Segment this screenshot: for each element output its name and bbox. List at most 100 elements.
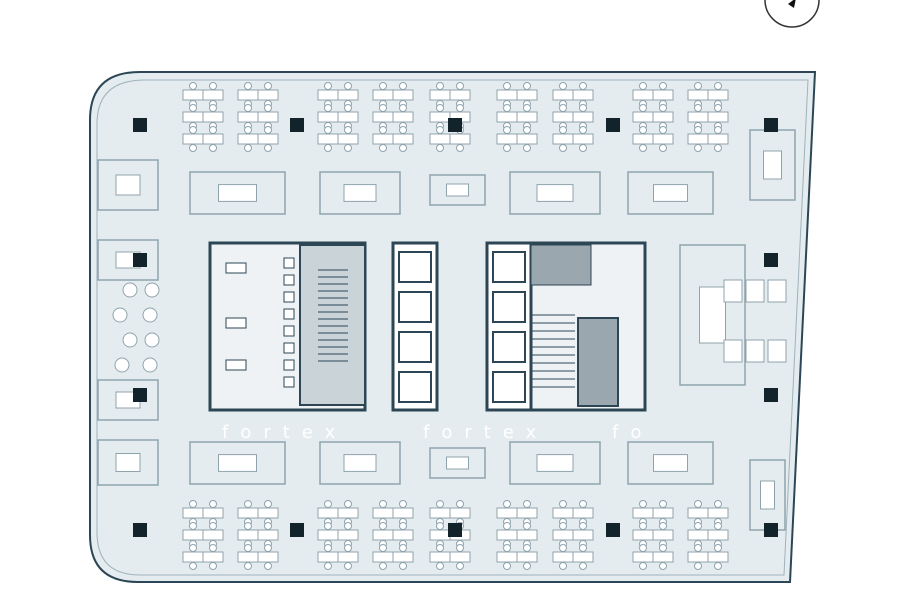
chair — [659, 522, 667, 530]
chair — [639, 562, 647, 570]
chair — [639, 82, 647, 90]
chair — [189, 562, 197, 570]
chair — [324, 144, 332, 152]
chair — [399, 144, 407, 152]
structural-columns — [133, 118, 778, 537]
structural-column — [448, 118, 462, 132]
meeting-room — [509, 441, 601, 485]
desk-cluster — [372, 82, 414, 152]
round-table — [122, 332, 138, 348]
meeting-room — [319, 441, 401, 485]
chair — [399, 104, 407, 112]
chair — [244, 544, 252, 552]
chair — [659, 144, 667, 152]
chair — [694, 82, 702, 90]
sink — [225, 262, 247, 274]
chair — [639, 544, 647, 552]
chair — [639, 126, 647, 134]
desk — [767, 339, 787, 363]
chair — [264, 500, 272, 508]
chair — [324, 82, 332, 90]
chair — [559, 126, 567, 134]
chair — [436, 562, 444, 570]
round-table — [142, 357, 158, 373]
chair — [209, 544, 217, 552]
desk-cluster — [317, 500, 359, 570]
chair — [209, 126, 217, 134]
chair — [639, 144, 647, 152]
chair — [344, 82, 352, 90]
chair — [344, 522, 352, 530]
chair — [244, 500, 252, 508]
meeting-room — [509, 171, 601, 215]
toilet — [283, 376, 295, 388]
chair — [714, 544, 722, 552]
round-table — [144, 332, 160, 348]
watermark: fortex fortex fo — [222, 422, 641, 443]
meeting-room — [627, 171, 714, 215]
desk-cluster — [632, 500, 674, 570]
desk-cluster — [496, 82, 538, 152]
chair — [344, 562, 352, 570]
chair — [436, 522, 444, 530]
round-table — [112, 307, 128, 323]
chair — [559, 544, 567, 552]
elevator-car — [398, 371, 432, 403]
chair — [209, 144, 217, 152]
desk-cluster — [237, 500, 279, 570]
meeting-table — [446, 183, 469, 197]
meeting-room — [429, 174, 486, 206]
meeting-table — [115, 453, 141, 472]
chair — [503, 544, 511, 552]
chair — [579, 544, 587, 552]
chair — [344, 126, 352, 134]
round-table — [122, 282, 138, 298]
meeting-room — [97, 439, 159, 486]
chair — [379, 104, 387, 112]
chair — [579, 144, 587, 152]
meeting-table — [536, 454, 574, 472]
toilet — [283, 325, 295, 337]
desk-cluster — [496, 500, 538, 570]
chair — [189, 126, 197, 134]
watermark-text: fortex — [423, 422, 548, 443]
desk-cluster — [372, 500, 414, 570]
meeting-room — [429, 447, 486, 479]
meeting-table — [653, 454, 688, 472]
chair — [503, 144, 511, 152]
chair — [456, 500, 464, 508]
desk-cluster — [552, 500, 594, 570]
meeting-table — [763, 150, 782, 180]
chair — [659, 500, 667, 508]
elevator-car — [398, 251, 432, 283]
meeting-table — [343, 454, 377, 472]
chair — [714, 104, 722, 112]
elevator-car — [492, 251, 526, 283]
chair — [264, 144, 272, 152]
chair — [379, 500, 387, 508]
desk-cluster — [632, 82, 674, 152]
chair — [639, 104, 647, 112]
chair — [714, 82, 722, 90]
desk — [723, 279, 743, 303]
chair — [264, 544, 272, 552]
chair — [399, 500, 407, 508]
inner-perimeter — [96, 79, 809, 576]
chair — [436, 126, 444, 134]
structural-column — [764, 118, 778, 132]
chair — [189, 522, 197, 530]
chair — [694, 144, 702, 152]
chair — [503, 104, 511, 112]
desk-cluster — [237, 82, 279, 152]
chair — [399, 82, 407, 90]
toilet — [283, 291, 295, 303]
watermark-text: fortex — [222, 422, 347, 443]
chair — [379, 522, 387, 530]
meeting-room — [97, 159, 159, 211]
chair — [344, 144, 352, 152]
elevator-car — [492, 371, 526, 403]
chair — [436, 104, 444, 112]
chair — [209, 562, 217, 570]
desk-cluster — [429, 82, 471, 152]
chair — [436, 82, 444, 90]
